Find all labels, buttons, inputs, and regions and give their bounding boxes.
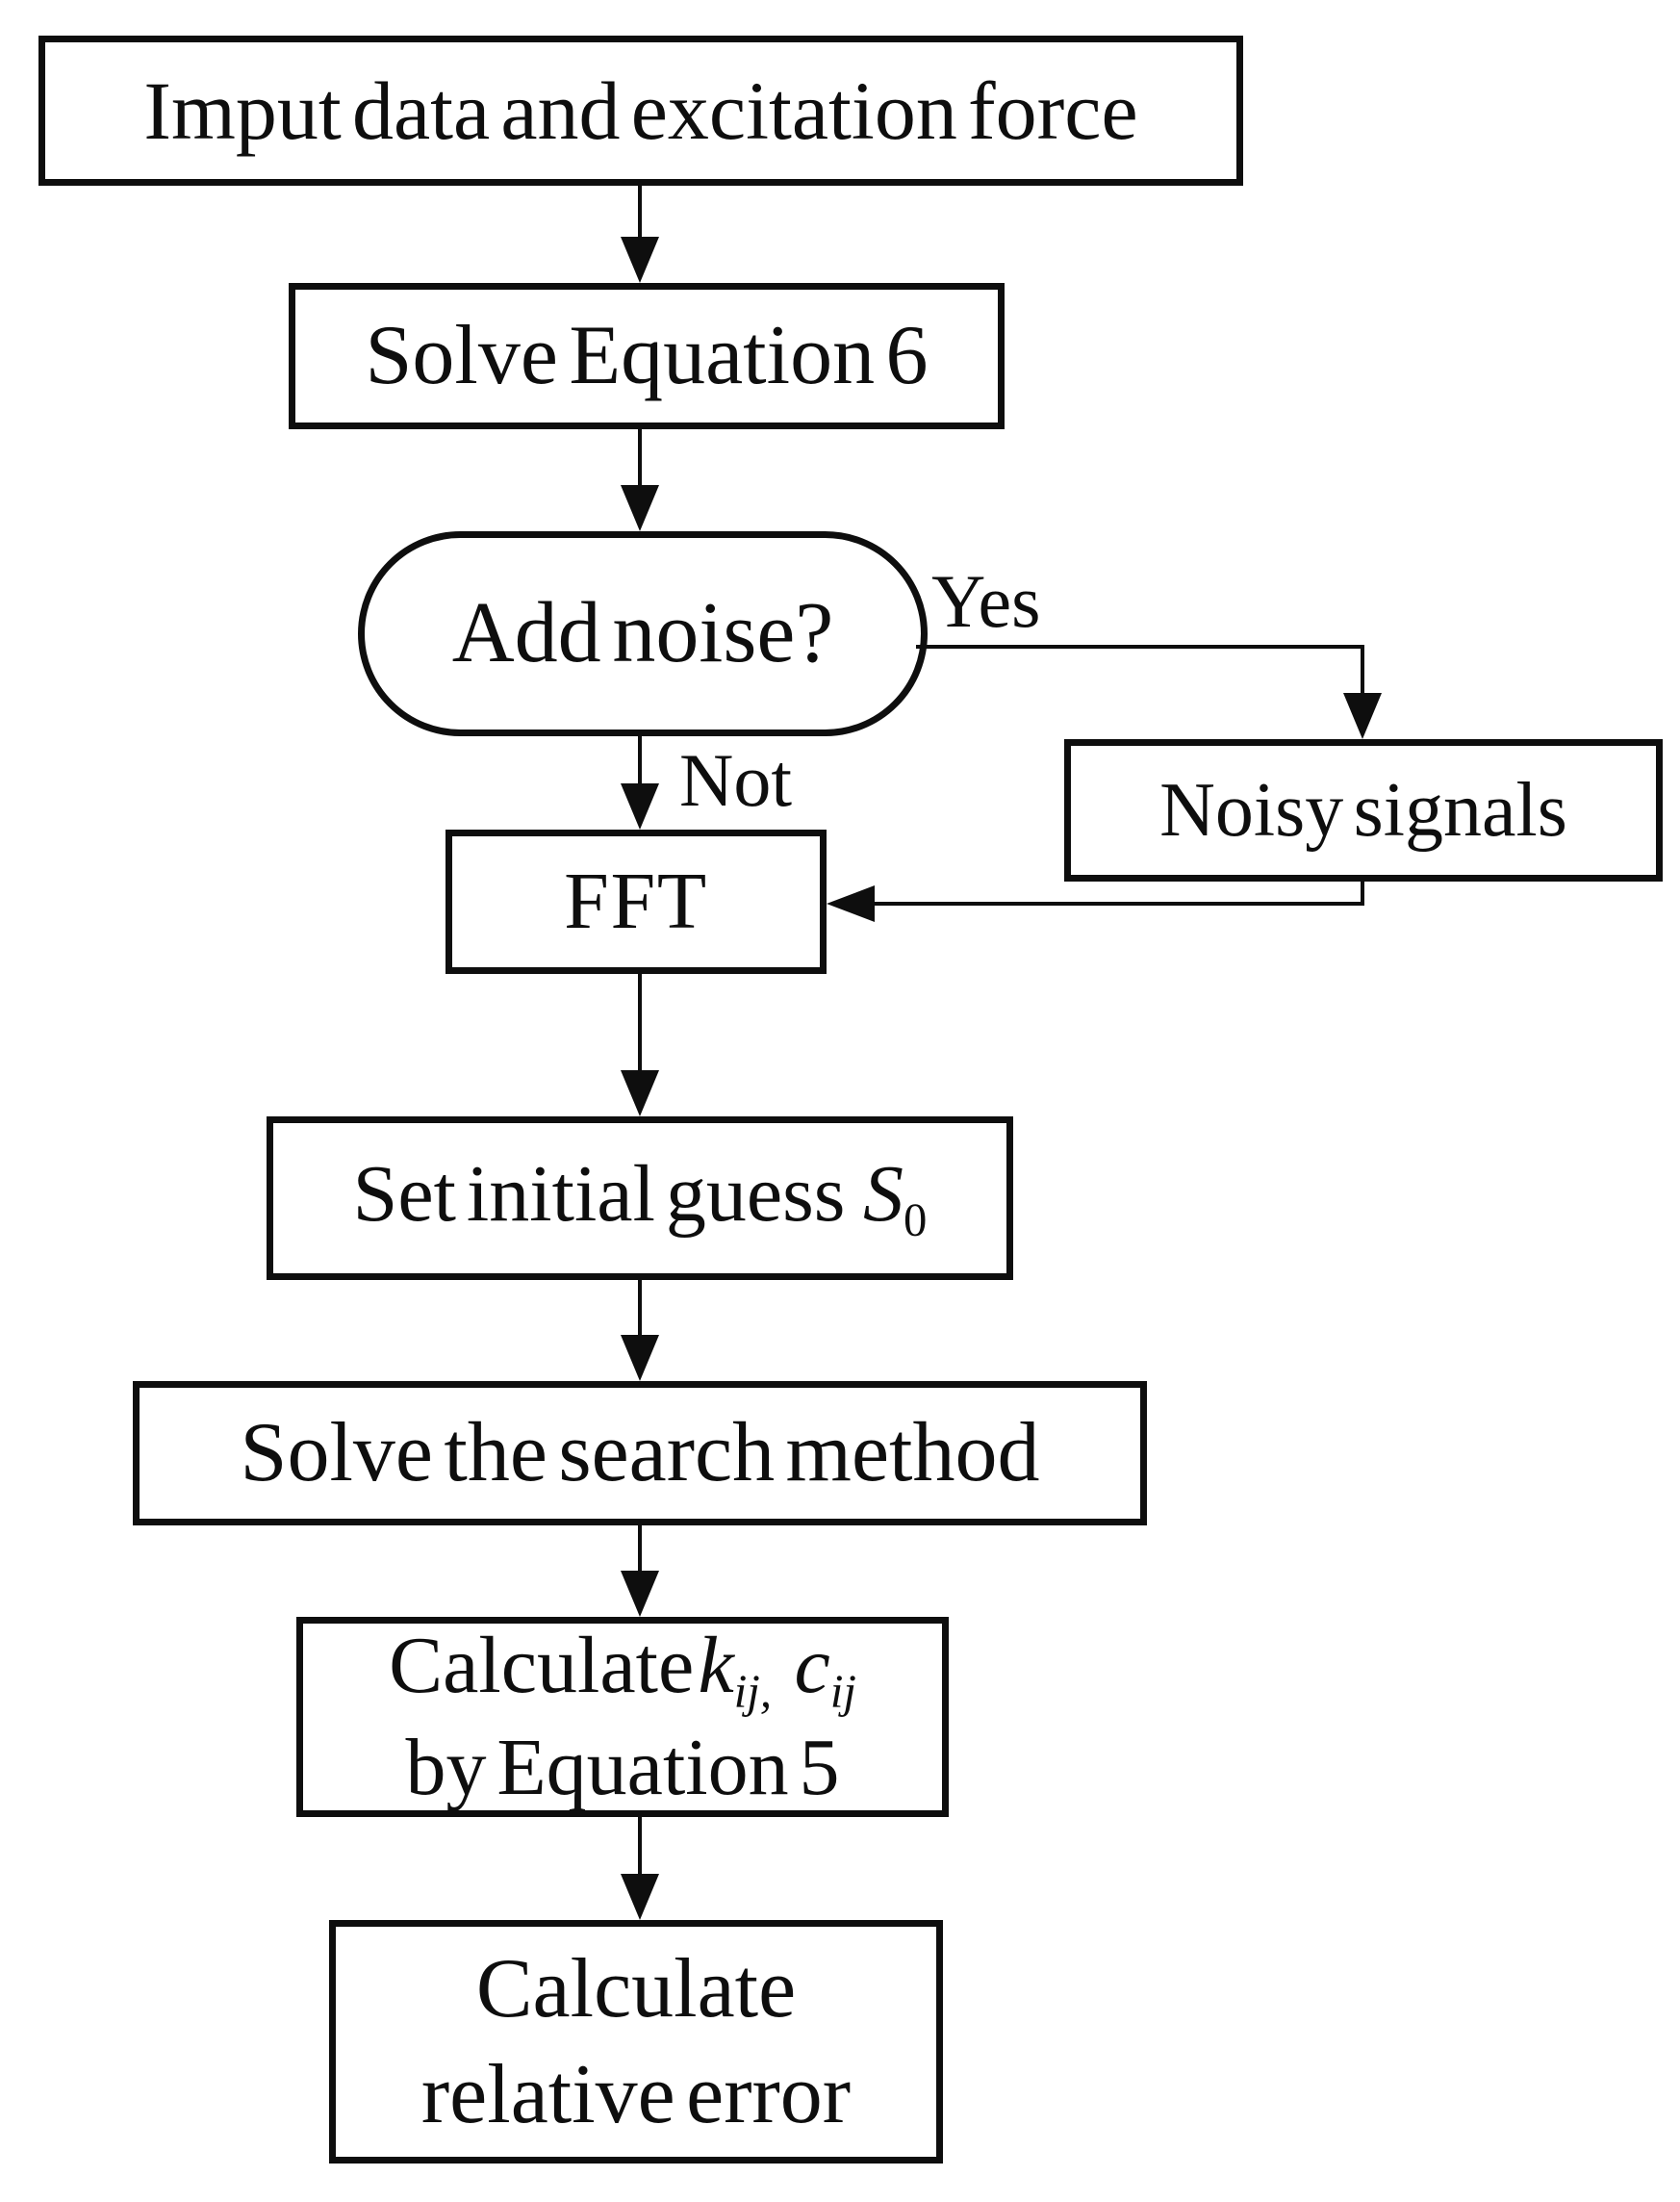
calc-kc-prefix: Calculate: [389, 1621, 695, 1711]
set-initial-symbol: S: [862, 1148, 904, 1239]
calc-kc-subscript-k: ij,: [733, 1666, 773, 1718]
edge-noise-to-fft-line: [638, 736, 642, 787]
node-solve-equation-6-label: Solve Equation 6: [365, 308, 929, 402]
edge-yes-vertical-line: [1361, 645, 1364, 699]
edge-label-not: Not: [679, 738, 792, 822]
edge-noisy-to-fft-arrowhead-icon: [827, 885, 875, 922]
edge-solve-to-noise-line: [638, 429, 642, 489]
edge-input-to-solve-line: [638, 186, 642, 241]
node-solve-search-method-label: Solve the search method: [240, 1405, 1040, 1499]
edge-input-to-solve-arrowhead-icon: [621, 237, 659, 283]
node-noisy-signals-label: Noisy signals: [1159, 768, 1567, 853]
node-noisy-signals: Noisy signals: [1064, 739, 1663, 882]
node-add-noise-label: Add noise?: [451, 585, 834, 681]
edge-label-yes: Yes: [931, 559, 1041, 643]
edge-setinit-to-search-arrowhead-icon: [621, 1335, 659, 1381]
calc-kc-line1: Calculatekij, cij: [389, 1618, 856, 1720]
set-initial-prefix: Set initial guess: [352, 1148, 846, 1239]
rel-err-line1: Calculate: [475, 1942, 797, 2036]
node-fft: FFT: [445, 830, 827, 974]
edge-noise-to-fft-arrowhead-icon: [621, 783, 659, 830]
calc-kc-symbol-c: c: [794, 1621, 830, 1711]
calc-kc-symbol-k: k: [698, 1621, 734, 1711]
node-calculate-kij-cij: Calculatekij, cij by Equation 5: [296, 1617, 949, 1817]
edge-search-to-calckc-arrowhead-icon: [621, 1571, 659, 1617]
edge-fft-to-setinit-line: [638, 974, 642, 1074]
edge-calckc-to-relerr-line: [638, 1817, 642, 1878]
node-fft-label: FFT: [564, 856, 708, 946]
edge-yes-arrowhead-icon: [1343, 693, 1382, 739]
edge-search-to-calckc-line: [638, 1525, 642, 1575]
node-calculate-relative-error: Calculate relative error: [329, 1920, 943, 2164]
node-input-data: Imput data and excitation force: [38, 36, 1243, 186]
edge-fft-to-setinit-arrowhead-icon: [621, 1070, 659, 1116]
node-solve-equation-6: Solve Equation 6: [289, 283, 1005, 429]
node-add-noise-decision: Add noise?: [358, 531, 928, 736]
edge-calckc-to-relerr-arrowhead-icon: [621, 1874, 659, 1920]
set-initial-subscript: 0: [903, 1193, 928, 1246]
calc-kc-line2: by Equation 5: [405, 1723, 840, 1813]
node-input-data-label: Imput data and excitation force: [143, 64, 1138, 157]
edge-setinit-to-search-line: [638, 1280, 642, 1339]
rel-err-line2: relative error: [420, 2047, 852, 2141]
node-solve-search-method: Solve the search method: [133, 1381, 1147, 1525]
calc-kc-subscript-c: ij: [829, 1666, 856, 1718]
edge-yes-horizontal-line: [916, 645, 1364, 649]
edge-noisy-to-fft-horizontal-line: [871, 902, 1364, 906]
edge-noisy-to-fft-vertical-line: [1361, 882, 1364, 906]
edge-solve-to-noise-arrowhead-icon: [621, 485, 659, 531]
